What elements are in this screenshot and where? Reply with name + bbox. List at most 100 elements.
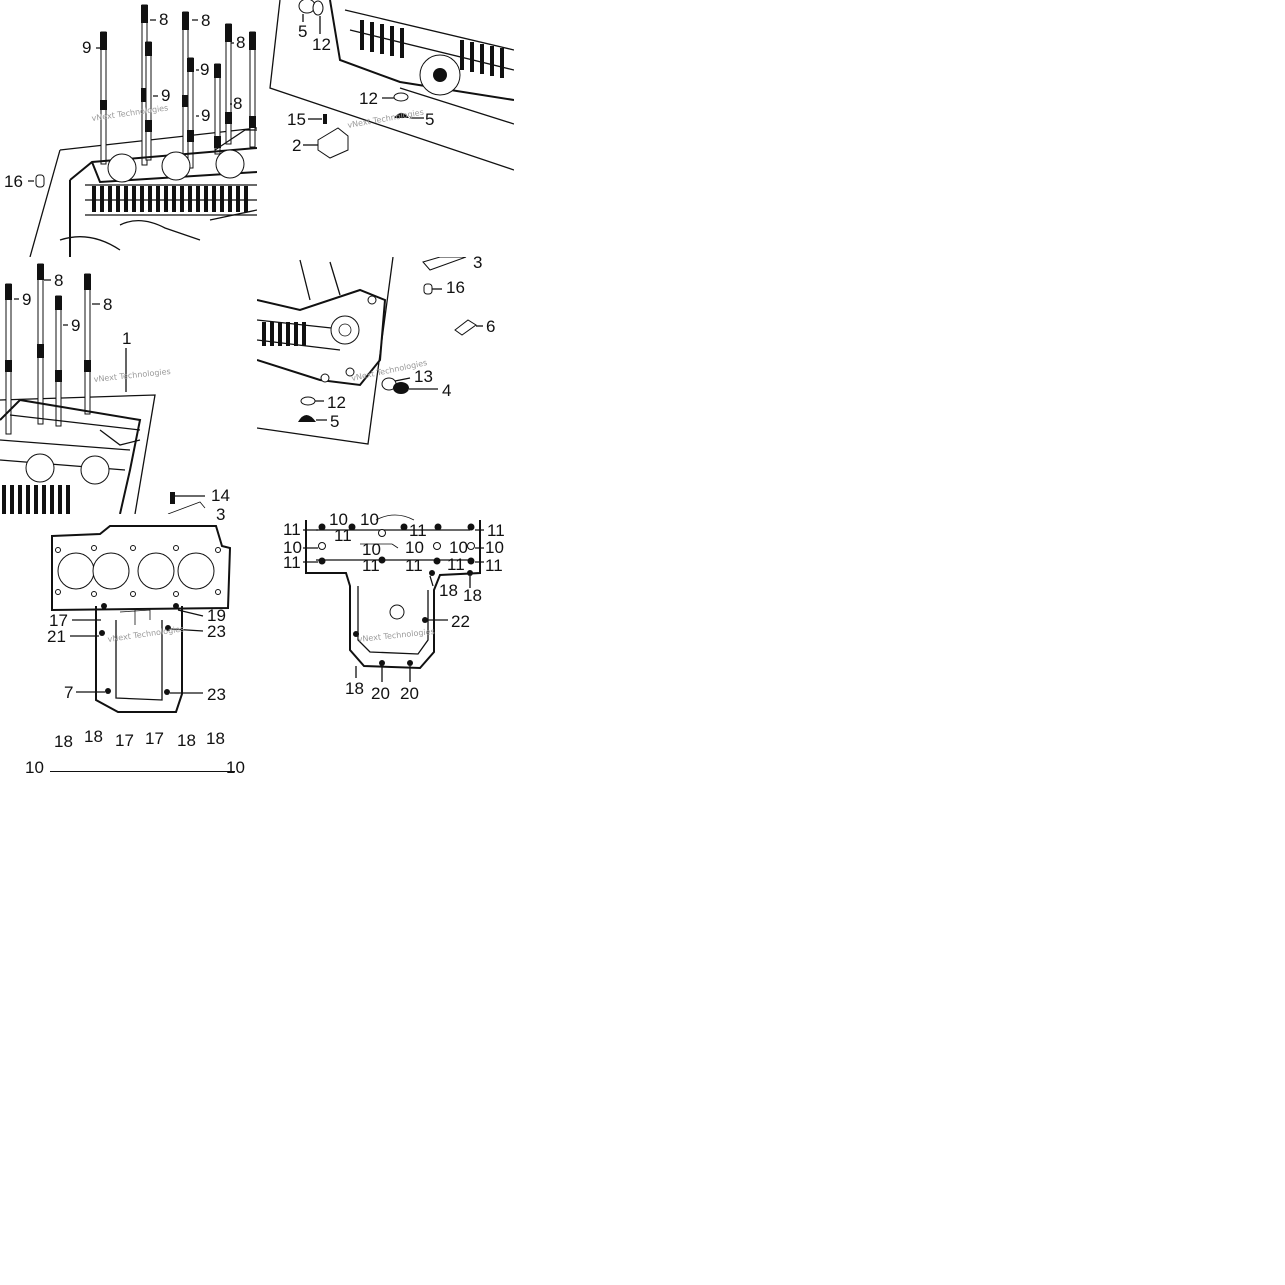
- callout-19: 19: [207, 606, 226, 625]
- callout-8: 8: [236, 33, 245, 52]
- tile-crankcase-upper: vNext Technologies: [0, 263, 206, 514]
- bracket: [422, 257, 467, 271]
- callout-5: 5: [330, 412, 339, 431]
- callout-11: 11: [447, 555, 465, 574]
- callout-18: 18: [439, 581, 458, 600]
- callout-14: 14: [211, 486, 230, 505]
- callout-12: 12: [312, 35, 331, 54]
- callout-9: 9: [82, 38, 91, 57]
- o-ring: [393, 92, 409, 102]
- callout-18: 18: [177, 731, 196, 750]
- bolt: [323, 114, 327, 124]
- crankcase-gasket: [95, 603, 183, 713]
- o-ring: [300, 396, 316, 406]
- callout-10: 10: [362, 540, 381, 559]
- callout-17: 17: [49, 611, 68, 630]
- callout-5: 5: [425, 110, 434, 129]
- oil-pan: [305, 514, 481, 670]
- frame-lines: [269, 0, 514, 171]
- callout-4: 4: [442, 381, 451, 400]
- tile-cylinder-head-studs: vNext Technologies: [28, 4, 257, 257]
- callout-11: 11: [485, 556, 503, 575]
- callout-11: 11: [283, 520, 301, 539]
- engine-block-outline: [329, 0, 514, 101]
- tile-lower-strip: [50, 771, 235, 772]
- callout-17: 17: [115, 731, 134, 750]
- dowel-pin: [423, 283, 433, 295]
- callout-8: 8: [233, 94, 242, 113]
- callouts-crankcase-side: 3 16 6 13 4 125: [327, 253, 495, 431]
- frame-lines: [29, 127, 257, 257]
- callout-18: 18: [54, 732, 73, 751]
- callout-8: 8: [159, 10, 168, 29]
- bracket: [167, 501, 206, 514]
- bracket: [317, 127, 349, 159]
- callout-11: 11: [409, 521, 427, 540]
- crankcase-casting: [0, 398, 142, 514]
- frame-lines: [0, 394, 156, 514]
- oil-pan-bolts: [318, 523, 475, 666]
- tile-cylinder-head-caps: vNext Technologies: [269, 0, 514, 171]
- callout-1: 1: [122, 329, 131, 348]
- cap: [393, 382, 409, 394]
- callout-23: 23: [207, 685, 226, 704]
- callout-16: 16: [4, 172, 23, 191]
- callout-22: 22: [451, 612, 470, 631]
- callout-10: 10: [405, 538, 424, 557]
- callout-13: 13: [414, 367, 433, 386]
- cap: [298, 0, 316, 14]
- callout-10: 10: [329, 510, 348, 529]
- cylinder-gasket: [51, 525, 232, 612]
- callout-11: 11: [362, 556, 380, 575]
- callout-16: 16: [446, 278, 465, 297]
- clip: [454, 319, 477, 336]
- callout-10: 10: [283, 538, 302, 557]
- bolt: [170, 492, 175, 504]
- watermark: vNext Technologies: [107, 624, 185, 644]
- callout-18: 18: [463, 586, 482, 605]
- callout-10: 10: [360, 510, 379, 529]
- frame-lines: [257, 257, 394, 445]
- callout-10: 10: [485, 538, 504, 557]
- callout-9: 9: [71, 316, 80, 335]
- cylinder-head-casting: [59, 129, 257, 257]
- callout-9: 9: [22, 290, 31, 309]
- callout-11: 11: [405, 556, 423, 575]
- cap: [298, 415, 316, 422]
- callout-10: 10: [25, 758, 44, 777]
- callout-3: 3: [216, 505, 225, 524]
- callout-11: 11: [487, 521, 505, 540]
- callout-18: 18: [206, 729, 225, 748]
- studs: [100, 4, 256, 169]
- callout-11: 11: [334, 526, 352, 545]
- callout-5: 5: [298, 22, 307, 41]
- callout-6: 6: [486, 317, 495, 336]
- callout-9: 9: [200, 60, 209, 79]
- callout-21: 21: [47, 627, 66, 646]
- tile-gasket-set: vNext Technologies: [51, 525, 232, 713]
- callout-20: 20: [371, 684, 390, 703]
- callout-12: 12: [327, 393, 346, 412]
- callout-18: 18: [84, 727, 103, 746]
- callout-9: 9: [201, 106, 210, 125]
- watermark: vNext Technologies: [357, 627, 435, 644]
- callout-10: 10: [449, 538, 468, 557]
- callout-3: 3: [473, 253, 482, 272]
- callout-10: 10: [226, 758, 245, 777]
- cap: [394, 113, 409, 118]
- callout-11: 11: [283, 553, 301, 572]
- callout-23: 23: [207, 622, 226, 641]
- callout-18: 18: [345, 679, 364, 698]
- o-ring: [312, 0, 324, 16]
- callout-9: 9: [161, 86, 170, 105]
- callout-12: 12: [359, 89, 378, 108]
- callout-8: 8: [103, 295, 112, 314]
- crankcase-side-casting: [257, 259, 387, 387]
